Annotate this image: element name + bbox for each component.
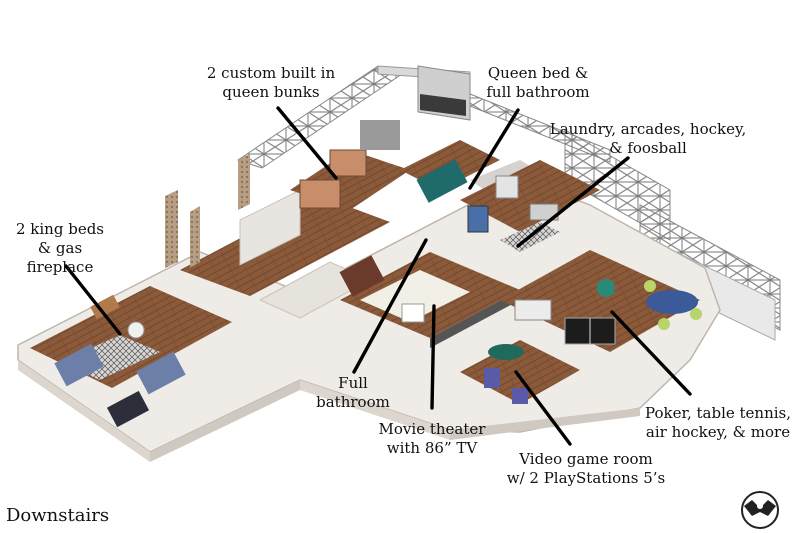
movie-theater-label: Movie theater with 86” TV	[378, 420, 486, 457]
queen-bed-label: Queen bed & full bathroom	[486, 64, 590, 101]
video-game-room	[460, 340, 580, 404]
game-room	[500, 250, 702, 352]
poker-label: Poker, table tennis, air hockey, & more	[644, 404, 792, 441]
bunk-room	[290, 120, 410, 210]
laundry-label: Laundry, arcades, hockey, & foosball	[549, 120, 747, 157]
callout-lines	[64, 106, 692, 446]
king-beds-label: 2 king beds & gas fireplace	[15, 220, 104, 276]
king-bedroom	[30, 190, 232, 428]
video-game-room-label: Video game room w/ 2 PlayStations 5’s	[506, 450, 666, 487]
full-bathroom-label: Full bathroom	[316, 374, 390, 411]
floor-title: Downstairs	[6, 505, 110, 526]
bunks-label: 2 custom built in queen bunks	[206, 64, 336, 101]
watermark-logo	[741, 491, 779, 529]
